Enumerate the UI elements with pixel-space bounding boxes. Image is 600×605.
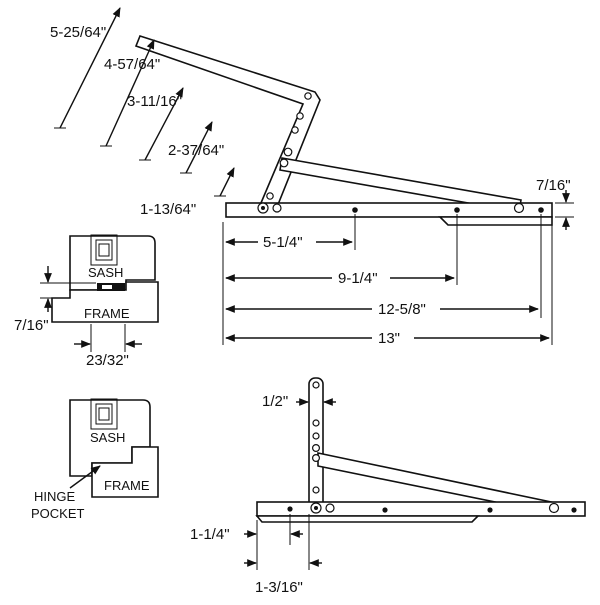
arm-dim-label-3: 3-11/16" (127, 93, 182, 110)
offset-dim-label-2: 1-3/16" (255, 579, 303, 596)
arm-dim-label-1: 5-25/64" (50, 24, 106, 41)
arm-dim-label-2: 4-57/64" (104, 56, 160, 73)
track-dim-label-1: 5-1/4" (263, 234, 303, 251)
section-view-bottom: SASH FRAME HINGE POCKET (31, 398, 159, 521)
arm-width-label: 1/2" (262, 393, 288, 410)
track-height-label: 7/16" (536, 177, 571, 194)
arm-dim-label-5: 1-13/64" (140, 201, 196, 218)
section-view-top: SASH FRAME 7/16" 23/32" (14, 234, 159, 369)
track-2 (256, 501, 586, 517)
arm-dimension-lines (54, 7, 235, 197)
sash-label-top: SASH (88, 265, 123, 280)
frame-profile (51, 281, 159, 323)
track-dim-label-2: 9-1/4" (338, 270, 378, 287)
pocket-label-1: HINGE (34, 489, 76, 504)
top-hinge-view: 5-25/64" 4-57/64" 3-11/16" 2-37/64" 1-13… (50, 7, 574, 347)
section-width-label: 23/32" (86, 352, 129, 369)
pocket-leader (69, 465, 101, 489)
track-dim-label-3: 12-5/8" (378, 301, 426, 318)
bottom-hinge-view: 1/2" 1-1/4" 1-3/16" (190, 377, 586, 596)
frame-label-top: FRAME (84, 306, 130, 321)
frame-profile-2 (91, 446, 159, 498)
section-gap-label: 7/16" (14, 317, 49, 334)
offset-dim-label-1: 1-1/4" (190, 526, 230, 543)
pocket-label-2: POCKET (31, 506, 85, 521)
sash-label-bottom: SASH (90, 430, 125, 445)
track-dim-label-4: 13" (378, 330, 400, 347)
arm-dim-label-4: 2-37/64" (168, 142, 224, 159)
frame-label-bottom: FRAME (104, 478, 150, 493)
